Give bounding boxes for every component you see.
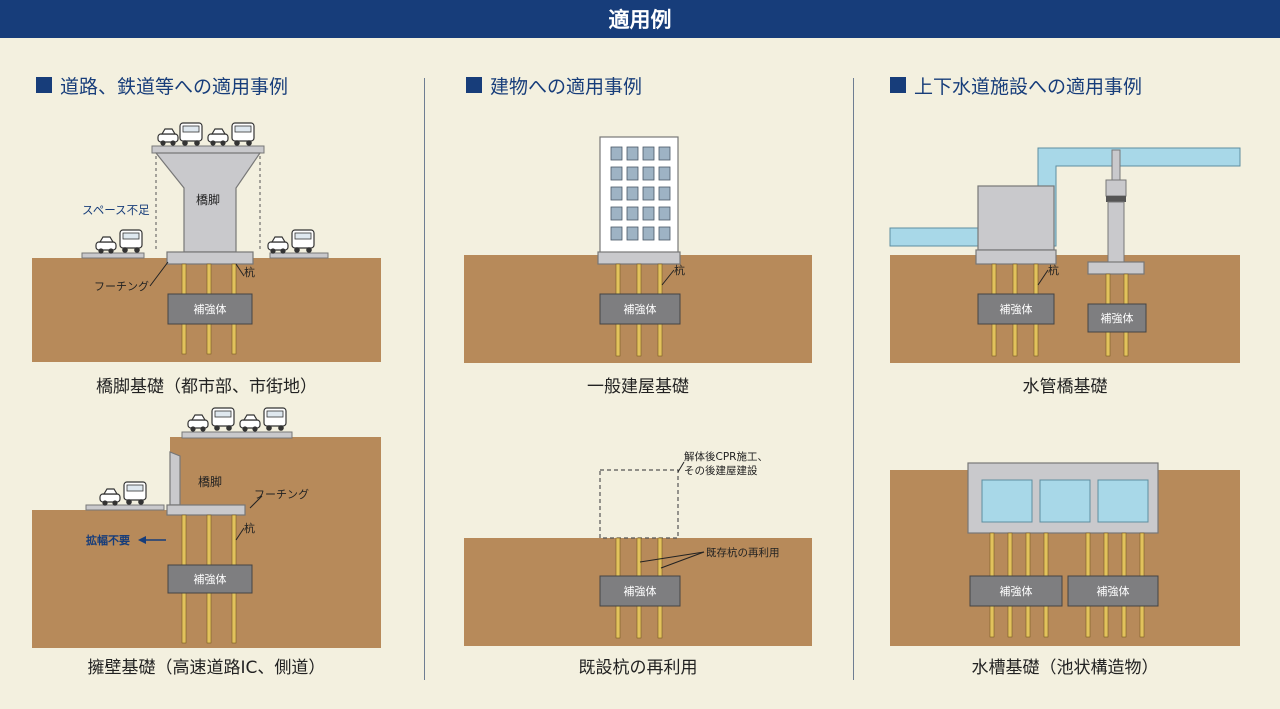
column-divider — [853, 78, 854, 680]
footing — [597, 251, 681, 265]
pile-reuse-label: 既存杭の再利用 — [706, 546, 780, 559]
soil — [32, 437, 381, 648]
section-heading-text: 上下水道施設への適用事例 — [914, 75, 1143, 98]
no-widening-label: 拡幅不要 — [86, 533, 130, 547]
footing — [1087, 261, 1145, 275]
reinforcement-label: 補強体 — [1101, 311, 1134, 325]
soil — [890, 255, 1240, 363]
caption-retaining-wall: 擁壁基礎（高速道路IC、側道） — [87, 658, 326, 678]
section-heading-water: 上下水道施設への適用事例 — [890, 72, 1142, 98]
pile-label: 杭 — [1048, 263, 1059, 277]
reinforcement-label: 補強体 — [624, 584, 657, 598]
retaining-wall — [169, 451, 181, 506]
reinforcement-label: 補強体 — [1000, 302, 1033, 316]
footing-label: フーチング — [94, 279, 149, 293]
abutment — [977, 185, 1055, 251]
reinforcement-label: 補強体 — [194, 572, 227, 586]
caption-pier-foundation: 橋脚基礎（都市部、市街地） — [96, 377, 317, 397]
water-tank-diagram: 補強体 補強体 — [890, 462, 1240, 646]
reinforcement-block — [969, 575, 1063, 607]
water-pipe-bridge-diagram: 補強体 杭 補強体 — [889, 147, 1241, 363]
pile-label: 杭 — [244, 521, 255, 535]
water-pipe — [889, 147, 1241, 247]
reinforcement-block — [1087, 303, 1147, 333]
section-heading-road: 道路、鉄道等への適用事例 — [36, 72, 288, 98]
reinforcement-label: 補強体 — [1097, 584, 1130, 598]
caption-water-pipe-bridge: 水管橋基礎 — [1022, 377, 1108, 397]
pier-label: 橋脚 — [198, 474, 222, 489]
pier-foundation-diagram: 補強体 橋脚 スペース不足 杭 フーチング — [32, 122, 381, 362]
reinforcement-block — [167, 564, 253, 594]
pier-label: 橋脚 — [196, 192, 220, 207]
section-heading-building: 建物への適用事例 — [466, 72, 642, 98]
caption-building-foundation: 一般建屋基礎 — [587, 377, 689, 397]
reinforcement-label: 補強体 — [624, 302, 657, 316]
demolish-note-line2: その後建屋建設 — [684, 464, 758, 477]
reinforcement-block — [1067, 575, 1159, 607]
footing — [166, 251, 254, 265]
square-bullet-icon — [890, 77, 906, 93]
section-heading-text: 建物への適用事例 — [490, 75, 643, 98]
pile-label: 杭 — [244, 265, 255, 279]
reinforcement-block — [599, 575, 681, 607]
reinforcement-block — [977, 293, 1055, 325]
caption-pile-reuse: 既設杭の再利用 — [578, 658, 698, 678]
caption-water-tank: 水槽基礎（池状構造物） — [971, 658, 1159, 678]
pile-label: 杭 — [674, 263, 685, 277]
footing — [166, 504, 246, 516]
column-divider — [424, 78, 425, 680]
reinforcement-block — [599, 293, 681, 325]
building-foundation-diagram: 補強体 杭 — [464, 136, 812, 363]
square-bullet-icon — [466, 77, 482, 93]
space-shortage-label: スペース不足 — [82, 203, 150, 217]
page-title: 適用例 — [0, 0, 1280, 38]
reinforcement-label: 補強体 — [1000, 584, 1033, 598]
retaining-wall-diagram: 補強体 橋脚 フーチング 杭 拡幅不要 — [32, 407, 381, 648]
reinforcement-block — [167, 293, 253, 325]
demolish-note-line1: 解体後CPR施工、 — [684, 450, 768, 463]
pile-reuse-diagram: 補強体 解体後CPR施工、 その後建屋建設 既存杭の再利用 — [464, 450, 812, 646]
reinforcement-label: 補強体 — [194, 302, 227, 316]
future-building-outline — [599, 469, 679, 539]
section-heading-text: 道路、鉄道等への適用事例 — [60, 75, 289, 98]
support-column — [1107, 201, 1125, 263]
footing — [975, 249, 1057, 265]
footing-label: フーチング — [254, 487, 309, 501]
square-bullet-icon — [36, 77, 52, 93]
